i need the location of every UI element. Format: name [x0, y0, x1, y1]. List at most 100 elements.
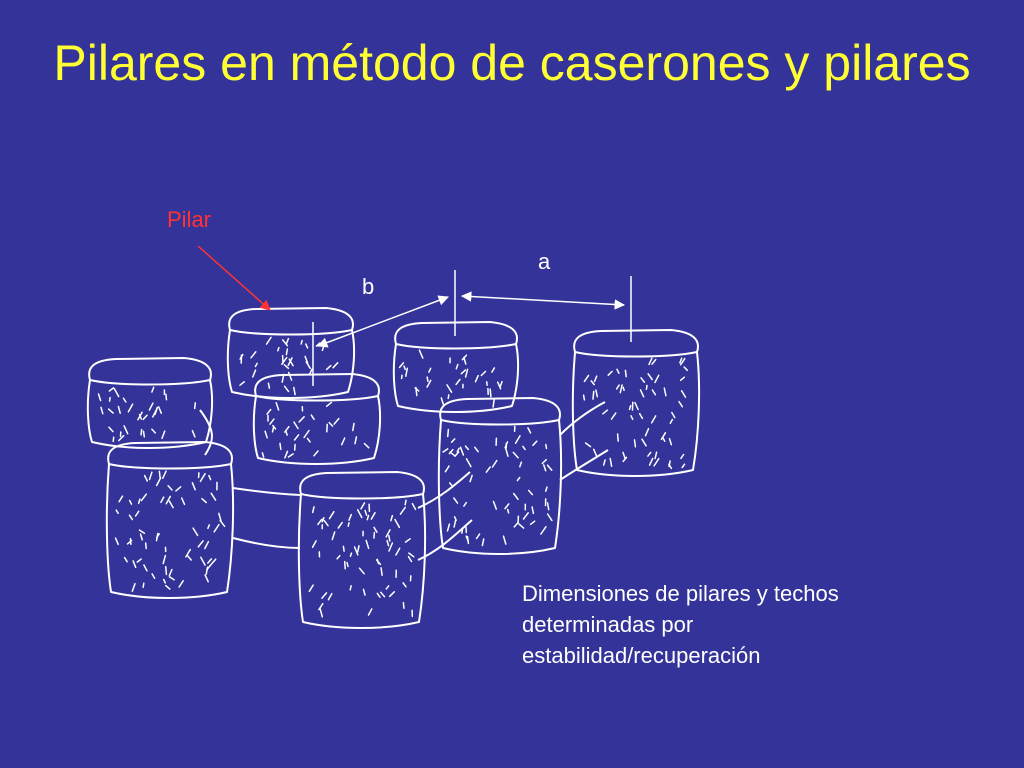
texture-stroke — [639, 389, 645, 398]
texture-stroke — [178, 580, 184, 588]
texture-stroke — [446, 384, 453, 393]
texture-stroke — [168, 568, 173, 577]
texture-stroke — [447, 394, 450, 400]
texture-stroke — [293, 434, 300, 441]
texture-stroke — [527, 427, 532, 434]
texture-stroke — [456, 447, 460, 453]
texture-stroke — [622, 386, 625, 392]
texture-stroke — [287, 371, 293, 381]
texture-stroke — [542, 464, 547, 472]
texture-stroke — [385, 585, 390, 590]
texture-stroke — [313, 450, 319, 457]
texture-stroke — [199, 472, 206, 483]
texture-stroke — [285, 337, 290, 345]
texture-stroke — [592, 390, 595, 400]
texture-stroke — [250, 351, 257, 359]
texture-stroke — [272, 424, 277, 430]
texture-stroke — [376, 558, 380, 565]
texture-stroke — [653, 457, 660, 467]
texture-stroke — [213, 523, 220, 533]
texture-stroke — [395, 547, 401, 556]
texture-stroke — [327, 592, 333, 601]
pillar-top — [394, 321, 518, 350]
texture-stroke — [418, 349, 424, 359]
texture-stroke — [450, 438, 456, 443]
pillar-body — [571, 351, 701, 477]
texture-stroke — [210, 492, 217, 501]
texture-stroke — [519, 461, 523, 468]
texture-stroke — [366, 514, 370, 521]
texture-stroke — [660, 432, 667, 441]
texture-stroke — [127, 403, 134, 413]
texture-stroke — [279, 442, 282, 451]
texture-stroke — [328, 510, 335, 520]
texture-stroke — [376, 592, 381, 598]
texture-stroke — [332, 362, 339, 369]
texture-stroke — [645, 384, 648, 391]
texture-stroke — [356, 509, 363, 519]
texture-stroke — [283, 385, 290, 393]
texture-stroke — [140, 428, 143, 436]
texture-stroke — [164, 584, 171, 590]
texture-stroke — [647, 373, 653, 381]
dimension-marks — [312, 270, 632, 386]
texture-stroke — [161, 430, 166, 440]
texture-stroke — [668, 460, 671, 468]
texture-stroke — [529, 520, 536, 526]
texture-stroke — [683, 366, 689, 372]
pillar-top — [254, 373, 380, 402]
texture-stroke — [285, 430, 288, 436]
texture-stroke — [152, 408, 158, 418]
texture-stroke — [388, 534, 391, 542]
texture-stroke — [595, 389, 599, 398]
texture-stroke — [123, 425, 129, 435]
texture-stroke — [317, 518, 323, 526]
texture-stroke — [680, 453, 685, 460]
caption: Dimensiones de pilares y techos determin… — [522, 578, 962, 671]
texture-stroke — [349, 585, 352, 591]
texture-stroke — [502, 535, 507, 545]
texture-stroke — [455, 378, 461, 386]
connector-line — [199, 409, 213, 456]
texture-stroke — [306, 437, 311, 443]
pillar-block — [437, 397, 563, 555]
texture-stroke — [380, 567, 383, 576]
texture-stroke — [252, 369, 257, 378]
texture-stroke — [112, 436, 115, 443]
texture-stroke — [492, 500, 498, 510]
connector-line — [417, 519, 473, 561]
texture-stroke — [680, 390, 687, 398]
texture-stroke — [380, 591, 386, 598]
texture-stroke — [287, 453, 294, 458]
texture-stroke — [117, 405, 121, 414]
texture-stroke — [403, 365, 406, 371]
caption-line: Dimensiones de pilares y techos — [522, 581, 839, 606]
texture-stroke — [407, 555, 413, 563]
texture-stroke — [663, 387, 667, 397]
texture-stroke — [531, 506, 535, 515]
texture-stroke — [264, 430, 268, 439]
texture-stroke — [464, 368, 469, 378]
texture-stroke — [650, 415, 657, 424]
texture-stroke — [514, 435, 521, 444]
texture-stroke — [532, 440, 538, 447]
texture-stroke — [118, 434, 125, 442]
texture-stroke — [348, 513, 353, 521]
texture-stroke — [342, 545, 345, 552]
texture-stroke — [333, 417, 340, 425]
texture-stroke — [138, 413, 143, 420]
texture-stroke — [284, 450, 289, 459]
texture-stroke — [405, 367, 409, 377]
texture-stroke — [288, 358, 294, 367]
texture-stroke — [298, 416, 305, 423]
texture-stroke — [140, 493, 148, 502]
texture-stroke — [191, 429, 196, 438]
texture-stroke — [206, 563, 212, 571]
texture-stroke — [678, 400, 684, 408]
texture-stroke — [583, 374, 590, 383]
texture-stroke — [210, 558, 217, 565]
texture-stroke — [157, 406, 163, 414]
texture-stroke — [354, 436, 358, 445]
pillar-body — [226, 329, 356, 399]
